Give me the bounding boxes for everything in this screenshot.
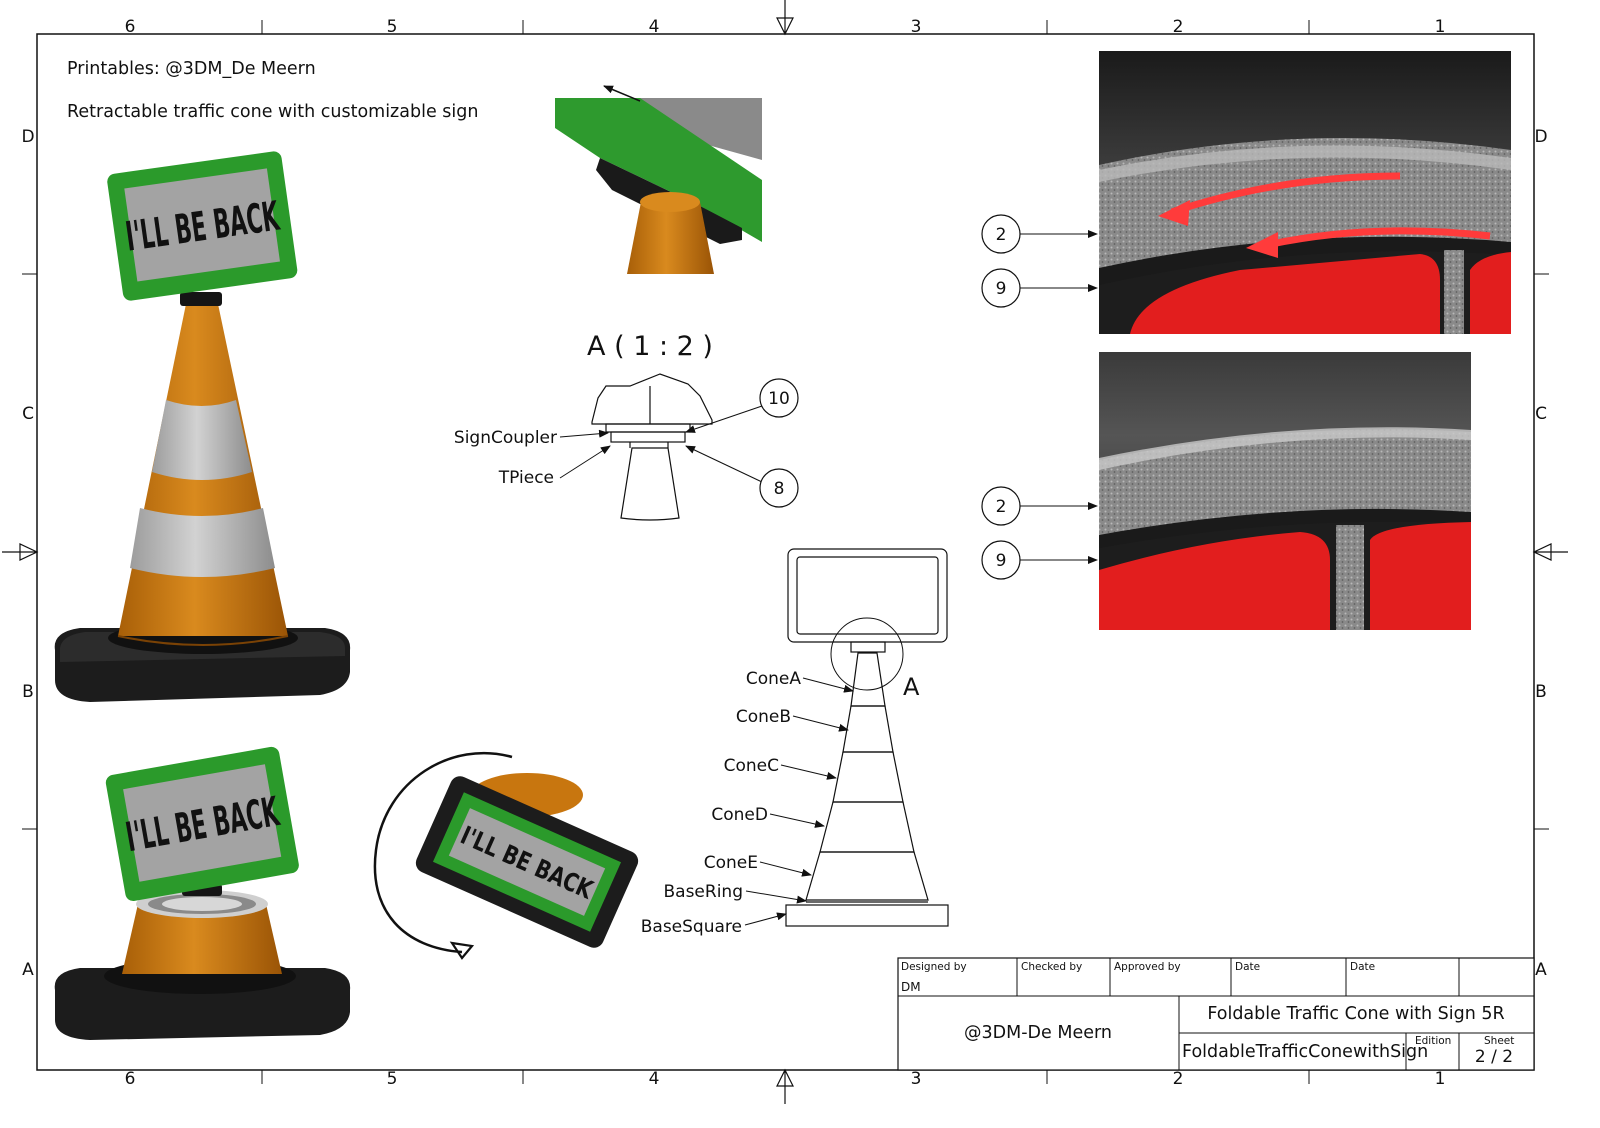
label-conea: ConeA <box>746 669 802 689</box>
col-label-bottom: 1 <box>1435 1069 1446 1089</box>
parts-front-view: A ConeA ConeB ConeC ConeD ConeE BaseRing… <box>641 548 949 937</box>
detail-view-a: A ( 1 : 2 ) SignCoupler TPiece 10 8 <box>454 331 799 521</box>
row-label-right: D <box>1534 127 1547 147</box>
designed-by-label: Designed by <box>901 961 967 973</box>
col-label-top: 1 <box>1435 17 1446 37</box>
render-cone-with-sign: I'LL BE BACK <box>54 151 351 702</box>
title-block: Designed by Checked by Approved by Date … <box>897 957 1535 1071</box>
col-label-top: 4 <box>649 17 660 37</box>
label-conee: ConeE <box>704 853 758 873</box>
col-label-bottom: 2 <box>1173 1069 1184 1089</box>
sheet-label: Sheet <box>1484 1035 1514 1047</box>
sheet-number: 2 / 2 <box>1475 1047 1513 1067</box>
row-label-right: B <box>1535 682 1547 702</box>
rotation-arrow-head <box>449 941 475 960</box>
drawing-frame <box>2 0 1568 1104</box>
col-label-bottom: 3 <box>911 1069 922 1089</box>
printables-note: Printables: @3DM_De Meern <box>67 59 316 79</box>
balloon-10: 10 <box>768 389 790 409</box>
detail-marker-a: A <box>903 673 920 701</box>
label-tpiece: TPiece <box>498 468 554 488</box>
col-label-bottom: 4 <box>649 1069 660 1089</box>
drawing-title: Foldable Traffic Cone with Sign 5R <box>1207 1004 1504 1024</box>
photo-bottom-callouts: 2 9 <box>981 486 1098 580</box>
designed-by-value: DM <box>901 980 921 994</box>
render-cone-flipped: I'LL BE BACK <box>373 751 639 960</box>
balloon-8: 8 <box>774 479 785 499</box>
label-basering: BaseRing <box>664 882 744 902</box>
edition-label: Edition <box>1415 1035 1451 1047</box>
photo-bottom-ring-closeup <box>1099 352 1471 630</box>
approved-by-label: Approved by <box>1114 961 1181 973</box>
row-label-left: A <box>22 960 34 980</box>
row-label-left: D <box>21 127 34 147</box>
col-label-top: 2 <box>1173 17 1184 37</box>
col-label-top: 5 <box>387 17 398 37</box>
col-label-top: 6 <box>125 17 136 37</box>
row-label-right: C <box>1535 404 1547 424</box>
row-label-left: C <box>22 404 34 424</box>
date-label-1: Date <box>1235 961 1260 973</box>
row-label-right: A <box>1535 960 1547 980</box>
row-labels: D C B A D C B A <box>21 127 1547 980</box>
label-coneb: ConeB <box>736 707 791 727</box>
photo-top-callouts: 2 9 <box>981 214 1098 308</box>
col-label-bottom: 6 <box>125 1069 136 1089</box>
balloon-9: 9 <box>996 279 1007 299</box>
balloon-9: 9 <box>996 551 1007 571</box>
center-mark-right <box>1532 543 1568 561</box>
column-labels: 6 5 4 3 2 1 6 5 4 3 2 1 <box>125 17 1446 1089</box>
label-conec: ConeC <box>724 756 779 776</box>
checked-by-label: Checked by <box>1021 961 1082 973</box>
render-cone-folded: I'LL BE BACK <box>54 746 351 1040</box>
row-label-left: B <box>22 682 34 702</box>
balloon-2: 2 <box>996 497 1007 517</box>
balloon-2: 2 <box>996 225 1007 245</box>
label-basesquare: BaseSquare <box>641 917 742 937</box>
col-label-top: 3 <box>911 17 922 37</box>
col-label-bottom: 5 <box>387 1069 398 1089</box>
label-signcoupler: SignCoupler <box>454 428 557 448</box>
center-mark-bottom <box>776 1068 794 1104</box>
red-arrow-head <box>1246 232 1278 258</box>
label-coned: ConeD <box>711 805 768 825</box>
date-label-2: Date <box>1350 961 1375 973</box>
description-note: Retractable traffic cone with customizab… <box>67 102 478 122</box>
center-mark-left <box>2 543 39 561</box>
file-name: FoldableTrafficConewithSign <box>1182 1042 1428 1062</box>
red-arrow-head <box>1158 200 1190 226</box>
photo-top-ring-closeup <box>1099 51 1511 334</box>
center-mark-top <box>776 0 794 36</box>
coupler-closeup-render <box>555 85 763 274</box>
company-name: @3DM-De Meern <box>964 1023 1112 1043</box>
detail-title: A ( 1 : 2 ) <box>587 331 713 362</box>
